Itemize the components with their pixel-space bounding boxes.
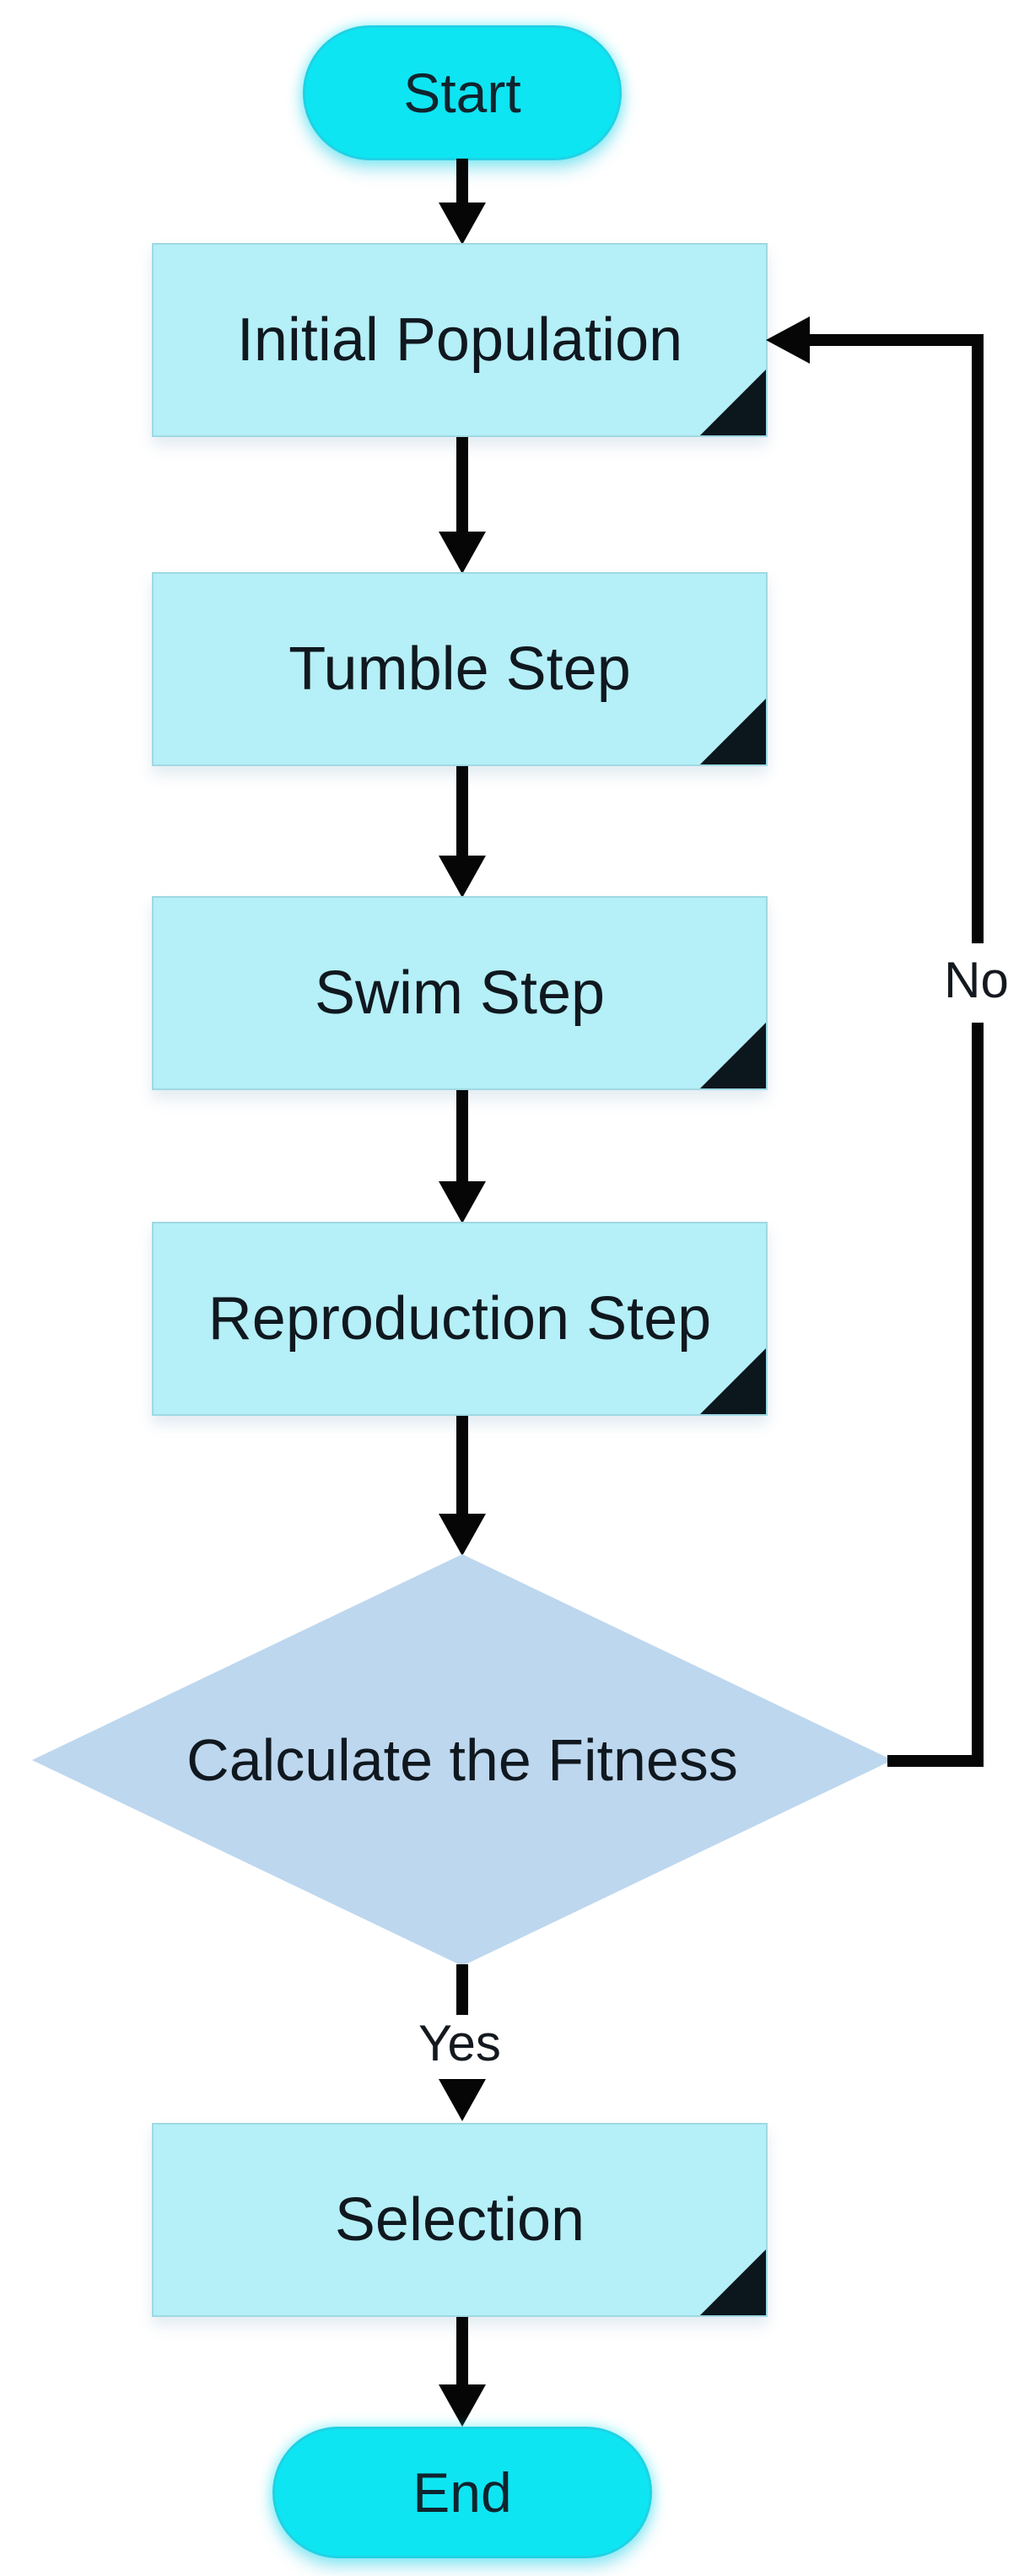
node-swim-step-label: Swim Step (314, 959, 606, 1027)
arrow-left-icon (766, 316, 810, 364)
connector-initial-tumble (456, 437, 468, 535)
corner-fold-icon (700, 699, 766, 764)
connector-no-vertical-lower (972, 1023, 984, 1766)
corner-fold-icon (700, 2249, 766, 2315)
node-tumble-step-label: Tumble Step (288, 635, 631, 703)
edge-label-no: No (924, 955, 1029, 1006)
corner-fold-icon (700, 1348, 766, 1414)
arrow-down-icon (439, 203, 486, 245)
node-start: Start (303, 25, 622, 160)
node-reproduction-step-label: Reproduction Step (208, 1285, 712, 1353)
node-swim-step: Swim Step (152, 896, 768, 1090)
connector-no-bottom-segment (887, 1755, 984, 1767)
node-selection: Selection (152, 2123, 768, 2317)
arrow-down-icon (439, 1181, 486, 1223)
arrow-down-icon (439, 2384, 486, 2427)
node-selection-label: Selection (334, 2186, 585, 2254)
connector-tumble-swim (456, 766, 468, 859)
node-tumble-step: Tumble Step (152, 572, 768, 766)
node-start-label: Start (403, 62, 521, 124)
node-end: End (272, 2427, 652, 2558)
connector-start-initial (456, 159, 468, 208)
corner-fold-icon (700, 370, 766, 435)
connector-selection-end (456, 2317, 468, 2388)
node-initial-population: Initial Population (152, 243, 768, 437)
connector-swim-reproduction (456, 1090, 468, 1185)
node-reproduction-step: Reproduction Step (152, 1222, 768, 1416)
arrow-down-icon (439, 2079, 486, 2121)
corner-fold-icon (700, 1023, 766, 1088)
node-calculate-fitness-label: Calculate the Fitness (186, 1727, 738, 1793)
connector-no-vertical-upper (972, 334, 984, 943)
connector-no-top-segment (806, 334, 984, 346)
arrow-down-icon (439, 532, 486, 574)
connector-reproduction-fitness (456, 1416, 468, 1517)
node-initial-population-label: Initial Population (236, 306, 683, 374)
node-calculate-fitness (32, 1554, 892, 1966)
arrow-down-icon (439, 856, 486, 898)
connector-fitness-selection (456, 1964, 468, 2015)
edge-label-yes: Yes (403, 2018, 516, 2069)
node-end-label: End (412, 2461, 512, 2524)
arrow-down-icon (439, 1514, 486, 1556)
